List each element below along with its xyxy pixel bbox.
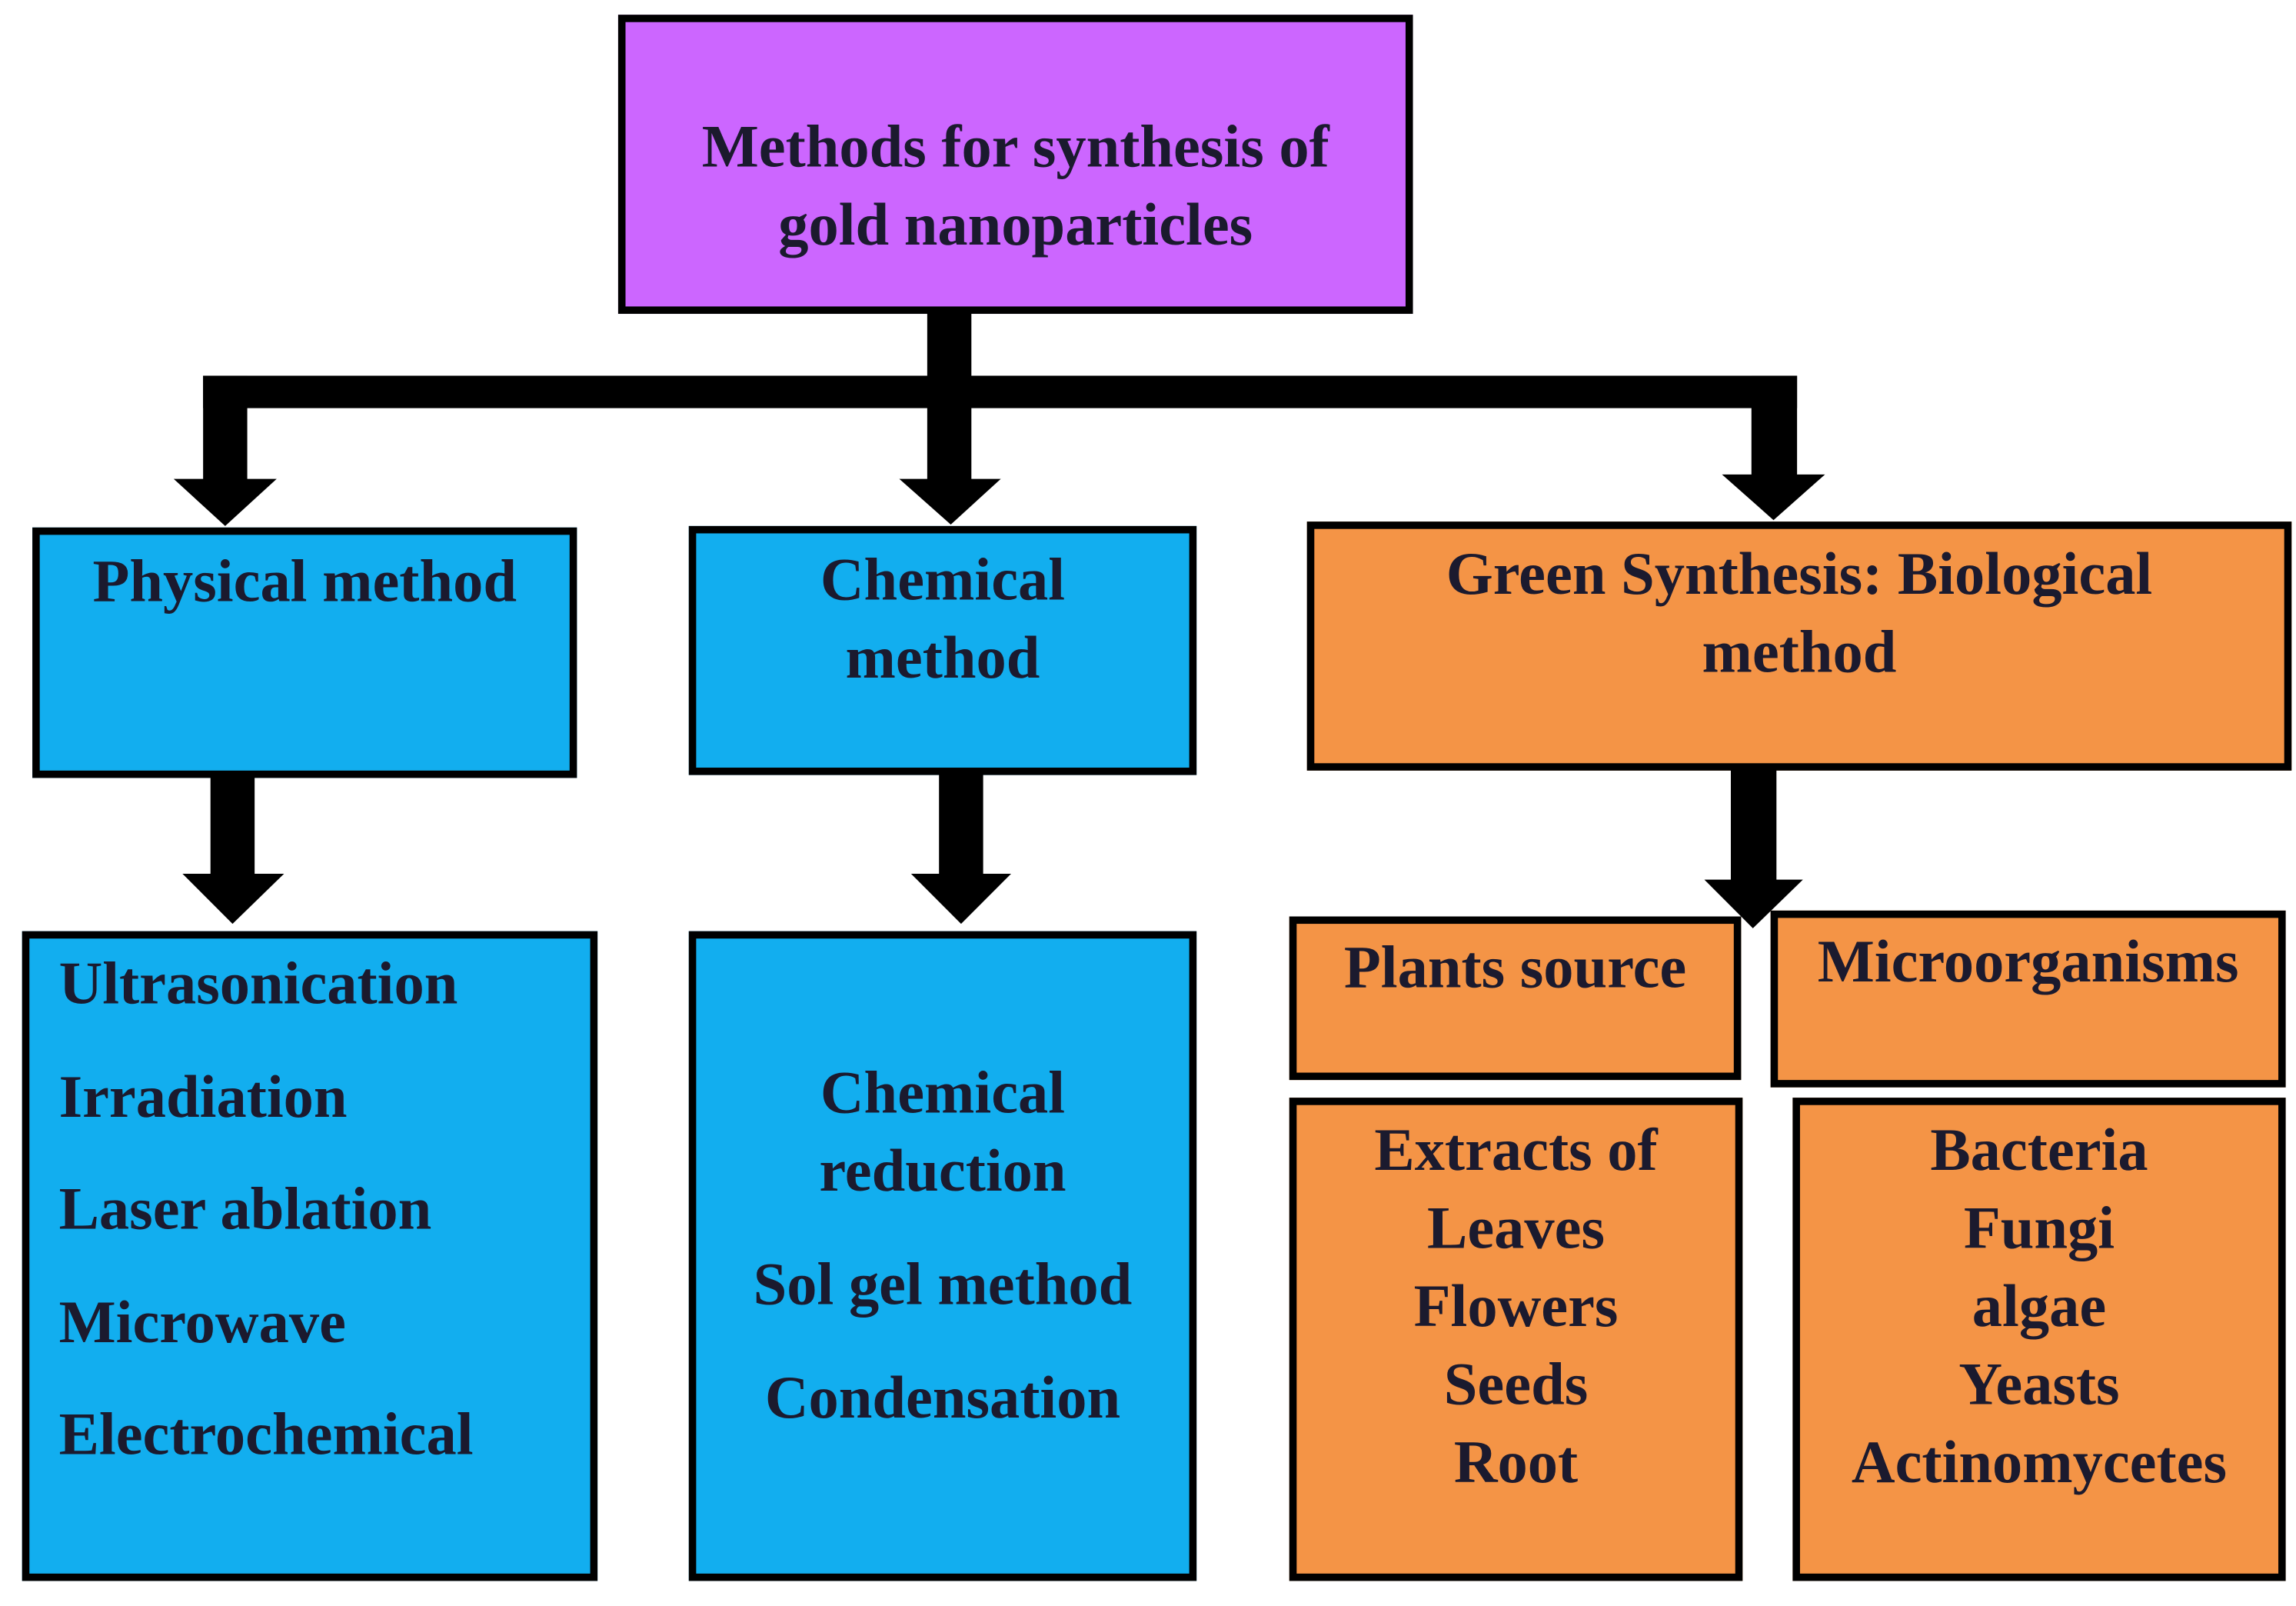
- plants-source-box: Plants source: [1289, 916, 1742, 1081]
- green-synthesis-title-line2: method: [1702, 617, 1897, 685]
- chemical-item: Condensation: [765, 1358, 1120, 1437]
- connector-bar: [203, 375, 1798, 408]
- arrow-chemical-to-techniques: [910, 773, 1011, 925]
- plants-source-title: Plants source: [1343, 932, 1687, 1001]
- chemical-method-title-line1: Chemical: [820, 545, 1066, 613]
- connector-stem: [927, 309, 972, 391]
- microorganism-item: Yeasts: [1958, 1349, 2120, 1418]
- arrow-head: [910, 873, 1011, 925]
- chemical-item-line1: Chemical: [820, 1058, 1066, 1126]
- microorganisms-title: Microorganisms: [1817, 926, 2239, 995]
- chemical-item-line1: Condensation: [764, 1362, 1121, 1431]
- physical-item: Microwave: [58, 1287, 346, 1355]
- root-node-box: Methods for synthesis of gold nanopartic…: [617, 15, 1413, 315]
- arrow-to-chemical-method: [899, 375, 1001, 525]
- microorganism-item: Actinomycetes: [1851, 1428, 2228, 1496]
- chemical-method-title-line2: method: [845, 623, 1040, 691]
- physical-item: Irradiation: [58, 1061, 348, 1130]
- branch-bar-connector: [203, 375, 1798, 408]
- physical-item: Laser ablation: [58, 1174, 432, 1242]
- chemical-item-line1: Sol gel method: [753, 1249, 1133, 1318]
- arrow-head: [173, 478, 277, 526]
- microorganism-item: Fungi: [1963, 1193, 2115, 1261]
- chemical-item: Chemical reduction: [819, 1054, 1066, 1210]
- chemical-item: Sol gel method: [754, 1245, 1133, 1324]
- physical-item: Ultrasonication: [58, 948, 458, 1017]
- arrow-stem: [210, 776, 255, 878]
- chemical-item-line2: reduction: [819, 1135, 1066, 1204]
- physical-techniques-box: Ultrasonication Irradiation Laser ablati…: [22, 931, 598, 1581]
- microorganism-item: Bacteria: [1930, 1115, 2148, 1184]
- root-stem-connector: [927, 309, 972, 391]
- root-title-line1: Methods for synthesis of: [701, 112, 1329, 180]
- plants-item: Flowers: [1413, 1271, 1619, 1340]
- microorganisms-box: Microorganisms: [1770, 910, 2286, 1088]
- chemical-method-box: Chemical method: [688, 525, 1197, 775]
- arrow-head: [1722, 474, 1825, 521]
- green-synthesis-box: Green Synthesis: Biological method: [1306, 521, 2292, 771]
- plants-item: Root: [1453, 1428, 1579, 1496]
- plants-source-list-box: Extracts of Leaves Flowers Seeds Root: [1289, 1098, 1743, 1581]
- microorganism-item: algae: [1972, 1271, 2107, 1340]
- arrow-head: [182, 873, 285, 925]
- arrow-stem: [1751, 375, 1798, 479]
- arrow-stem: [939, 773, 983, 878]
- arrow-to-physical-method: [173, 375, 277, 526]
- plants-item: Leaves: [1426, 1193, 1606, 1261]
- arrow-stem: [927, 375, 972, 484]
- arrow-stem: [1730, 768, 1777, 885]
- chemical-techniques-box: Chemical reduction Sol gel method Conden…: [688, 931, 1197, 1581]
- green-synthesis-title-line1: Green Synthesis: Biological: [1446, 539, 2153, 608]
- plants-item: Extracts of: [1374, 1115, 1658, 1184]
- arrow-to-green-synthesis: [1722, 375, 1825, 521]
- arrow-stem: [203, 375, 248, 484]
- root-title-line2: gold nanoparticles: [778, 190, 1253, 258]
- arrow-green-to-sources: [1704, 768, 1803, 928]
- arrow-physical-to-techniques: [182, 776, 285, 925]
- physical-item: Electrochemical: [58, 1399, 474, 1468]
- microorganisms-list-box: Bacteria Fungi algae Yeasts Actinomycete…: [1792, 1098, 2286, 1581]
- plants-item: Seeds: [1443, 1349, 1589, 1418]
- physical-method-box: Physical method: [32, 527, 577, 778]
- physical-method-title: Physical method: [92, 546, 517, 615]
- arrow-head: [899, 478, 1001, 525]
